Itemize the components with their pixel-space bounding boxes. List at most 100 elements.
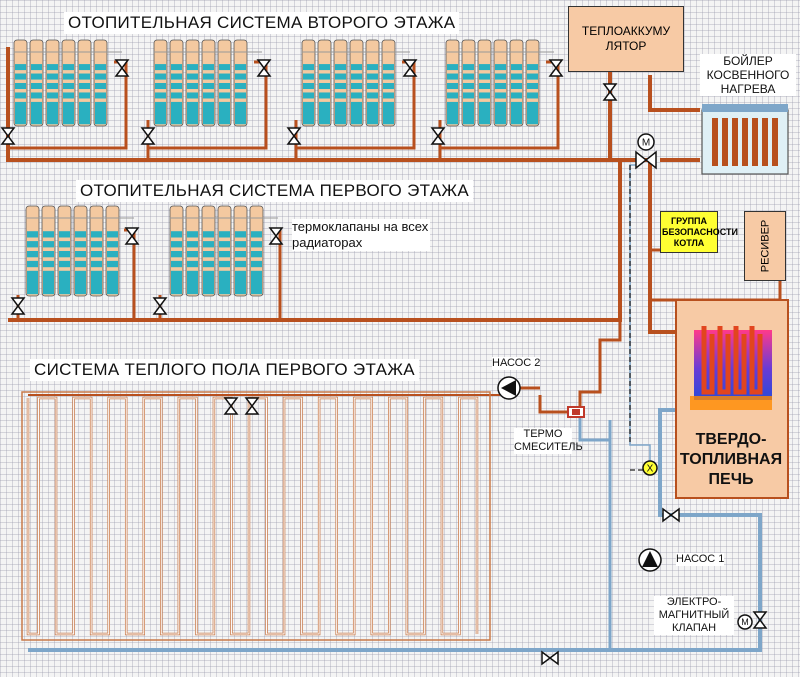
radiator-stripe [203,241,214,248]
radiator-stripe [95,107,106,125]
radiator-stripe [219,241,230,248]
radiator-stripe [367,64,378,71]
radiator-stripe [527,73,538,80]
mixer-sensor-symbol: X [647,464,654,475]
radiator-stripe [203,101,214,108]
radiator-stripe [59,276,70,295]
radiator-stripe [251,251,262,258]
boiler-coil [712,118,718,166]
pump1-label: НАСОС 1 [676,553,725,566]
radiator-stripe [107,231,118,238]
radiator-stripe [479,92,490,99]
radiator-stripe [47,107,58,125]
valve [268,227,284,245]
radiator-stripe [31,107,42,125]
valve [223,397,239,415]
radiator-stripe [171,276,182,295]
boiler-coil [762,118,768,166]
radiator-stripe [187,270,198,278]
radiator-stripe [27,251,38,258]
pipe-segment [648,75,700,112]
radiator-stripe [31,73,42,80]
boiler-coil [772,118,778,166]
cold-return-pipes [28,164,762,652]
solid-fuel-furnace [675,299,789,499]
valve-body [10,297,26,315]
radiator-stripe [463,64,474,71]
radiator-stripe [219,251,230,258]
radiator-stripe [235,251,246,258]
radiator-stripe [27,231,38,238]
floor-heating-loop [21,391,491,641]
radiator-stripe [319,73,330,80]
radiator-stripe [351,101,362,108]
furnace-coil [701,326,715,395]
radiator-stripe [47,64,58,71]
pump-arrow [501,380,516,396]
radiator-stripe [107,276,118,295]
radiator-stripe [367,73,378,80]
valve-body [548,59,564,77]
radiator-stripe [91,241,102,248]
radiator-stripe [95,64,106,71]
radiator-stripe [319,92,330,99]
radiator-stripe [495,101,506,108]
radiator-stripe [303,101,314,108]
radiator-stripe [303,64,314,71]
radiator-stripe [155,101,166,108]
radiator-stripe [187,92,198,99]
radiator-stripe [447,107,458,125]
radiator-stripe [335,92,346,99]
radiator-stripe [203,92,214,99]
radiator-stripe [171,64,182,71]
solenoid-actuator [737,614,753,630]
radiator-stripe [303,107,314,125]
radiator-stripe [187,276,198,295]
radiator-stripe [47,101,58,108]
radiator-stripe [319,107,330,125]
radiator-stripe [155,83,166,90]
radiator-stripe [31,92,42,99]
radiator-stripe [107,260,118,268]
radiator-stripe [351,92,362,99]
radiator-stripe [479,101,490,108]
radiator-stripe [235,107,246,125]
radiator-stripe [95,92,106,99]
radiator-stripe [15,83,26,90]
valve-body [430,127,446,145]
radiator-stripe [367,107,378,125]
radiator-stripe [447,92,458,99]
radiator-stripe [511,92,522,99]
radiator-stripe [187,83,198,90]
valve-body [244,397,260,415]
radiator-stripe [187,107,198,125]
radiator-stripe [351,83,362,90]
pump2-label: НАСОС 2 [492,357,541,370]
radiator-stripe [251,270,262,278]
furnace-label: ТВЕРДО- ТОПЛИВНАЯ ПЕЧЬ [679,431,783,488]
pipe-segment [648,160,680,334]
radiator-stripe [27,270,38,278]
radiator-stripe [447,83,458,90]
radiator-stripe [527,107,538,125]
boiler-top [702,104,788,112]
radiator-stripe [43,260,54,268]
radiator-stripe [219,73,230,80]
radiator-stripe [95,83,106,90]
radiator-stripe [383,83,394,90]
radiator-stripe [219,270,230,278]
radiator-stripe [479,64,490,71]
radiator-stripe [31,101,42,108]
valve-body [140,127,156,145]
radiator-stripe [155,107,166,125]
radiator-stripe [43,251,54,258]
radiator-stripe [171,83,182,90]
thermomixer-core [572,409,580,415]
radiator-stripe [91,276,102,295]
radiator-stripe [447,73,458,80]
floor-loop-tube [26,396,479,636]
radiator-stripe [479,107,490,125]
radiator-stripe [171,92,182,99]
radiator-stripe [79,73,90,80]
